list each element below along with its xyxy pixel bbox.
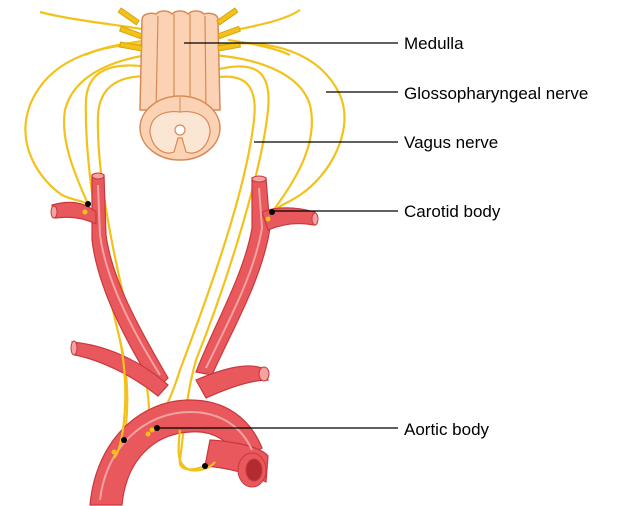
label-carotid-body: Carotid body <box>404 202 500 222</box>
label-vagus-nerve: Vagus nerve <box>404 133 498 153</box>
medulla <box>140 11 220 160</box>
left-external-opening <box>51 206 57 218</box>
right-carotid-artery <box>196 178 270 375</box>
right-subclavian-opening <box>259 367 269 381</box>
right-external-opening <box>312 213 318 225</box>
glossopharyngeal-nerve-right <box>212 43 344 212</box>
right-carotid-opening <box>252 176 266 182</box>
label-aortic-body: Aortic body <box>404 420 489 440</box>
aorta-opening <box>238 453 266 487</box>
arteries <box>52 175 315 505</box>
left-subclavian-opening <box>71 341 77 355</box>
label-glossopharyngeal-nerve: Glossopharyngeal nerve <box>404 84 588 104</box>
left-carotid-opening <box>92 173 104 179</box>
label-medulla: Medulla <box>404 34 464 54</box>
